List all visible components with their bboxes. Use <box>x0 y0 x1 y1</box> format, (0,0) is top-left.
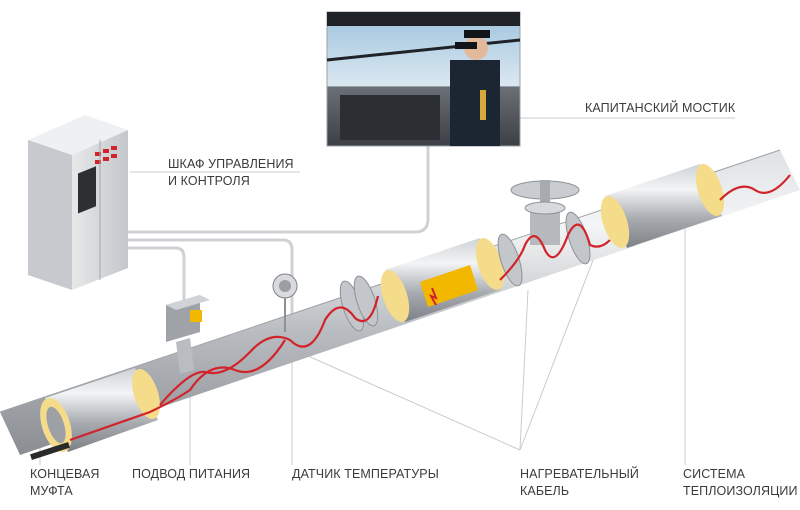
end-sleeve <box>30 368 160 461</box>
label-heating-cable-line1: НАГРЕВАТЕЛЬНЫЙ <box>520 467 639 481</box>
cabinet-icon <box>28 115 128 290</box>
label-control-cabinet-line1: ШКАФ УПРАВЛЕНИЯ <box>168 157 294 171</box>
warning-sticker-icon <box>420 265 478 307</box>
label-power-supply-line1: ПОДВОД ПИТАНИЯ <box>132 467 251 481</box>
label-heating-cable-line2: КАБЕЛЬ <box>520 484 570 498</box>
control-wires <box>125 145 430 330</box>
middle-sleeve <box>380 238 505 322</box>
label-control-cabinet: ШКАФ УПРАВЛЕНИЯ И КОНТРОЛЯ <box>168 156 294 190</box>
temperature-sensor-icon <box>272 273 298 332</box>
label-insulation-system: СИСТЕМА ТЕПЛОИЗОЛЯЦИИ <box>683 466 798 500</box>
label-captain-bridge-line1: КАПИТАНСКИЙ МОСТИК <box>585 101 736 115</box>
right-sleeve <box>600 164 725 248</box>
label-power-supply: ПОДВОД ПИТАНИЯ <box>132 466 250 483</box>
label-captain-bridge: КАПИТАНСКИЙ МОСТИК <box>585 100 735 117</box>
heating-cable <box>69 174 791 442</box>
label-control-cabinet-line2: И КОНТРОЛЯ <box>168 174 250 188</box>
label-insulation-system-line1: СИСТЕМА <box>683 467 746 481</box>
label-end-sleeve-line1: КОНЦЕВАЯ <box>30 467 100 481</box>
label-end-sleeve: КОНЦЕВАЯ МУФТА <box>30 466 100 500</box>
label-temp-sensor: ДАТЧИК ТЕМПЕРАТУРЫ <box>292 466 439 483</box>
label-heating-cable: НАГРЕВАТЕЛЬНЫЙ КАБЕЛЬ <box>520 466 639 500</box>
label-end-sleeve-line2: МУФТА <box>30 484 73 498</box>
junction-box-icon <box>166 295 210 374</box>
label-insulation-system-line2: ТЕПЛОИЗОЛЯЦИИ <box>683 484 798 498</box>
photo-captain <box>326 11 521 147</box>
valve-icon <box>510 180 580 245</box>
label-temp-sensor-line1: ДАТЧИК ТЕМПЕРАТУРЫ <box>292 467 439 481</box>
